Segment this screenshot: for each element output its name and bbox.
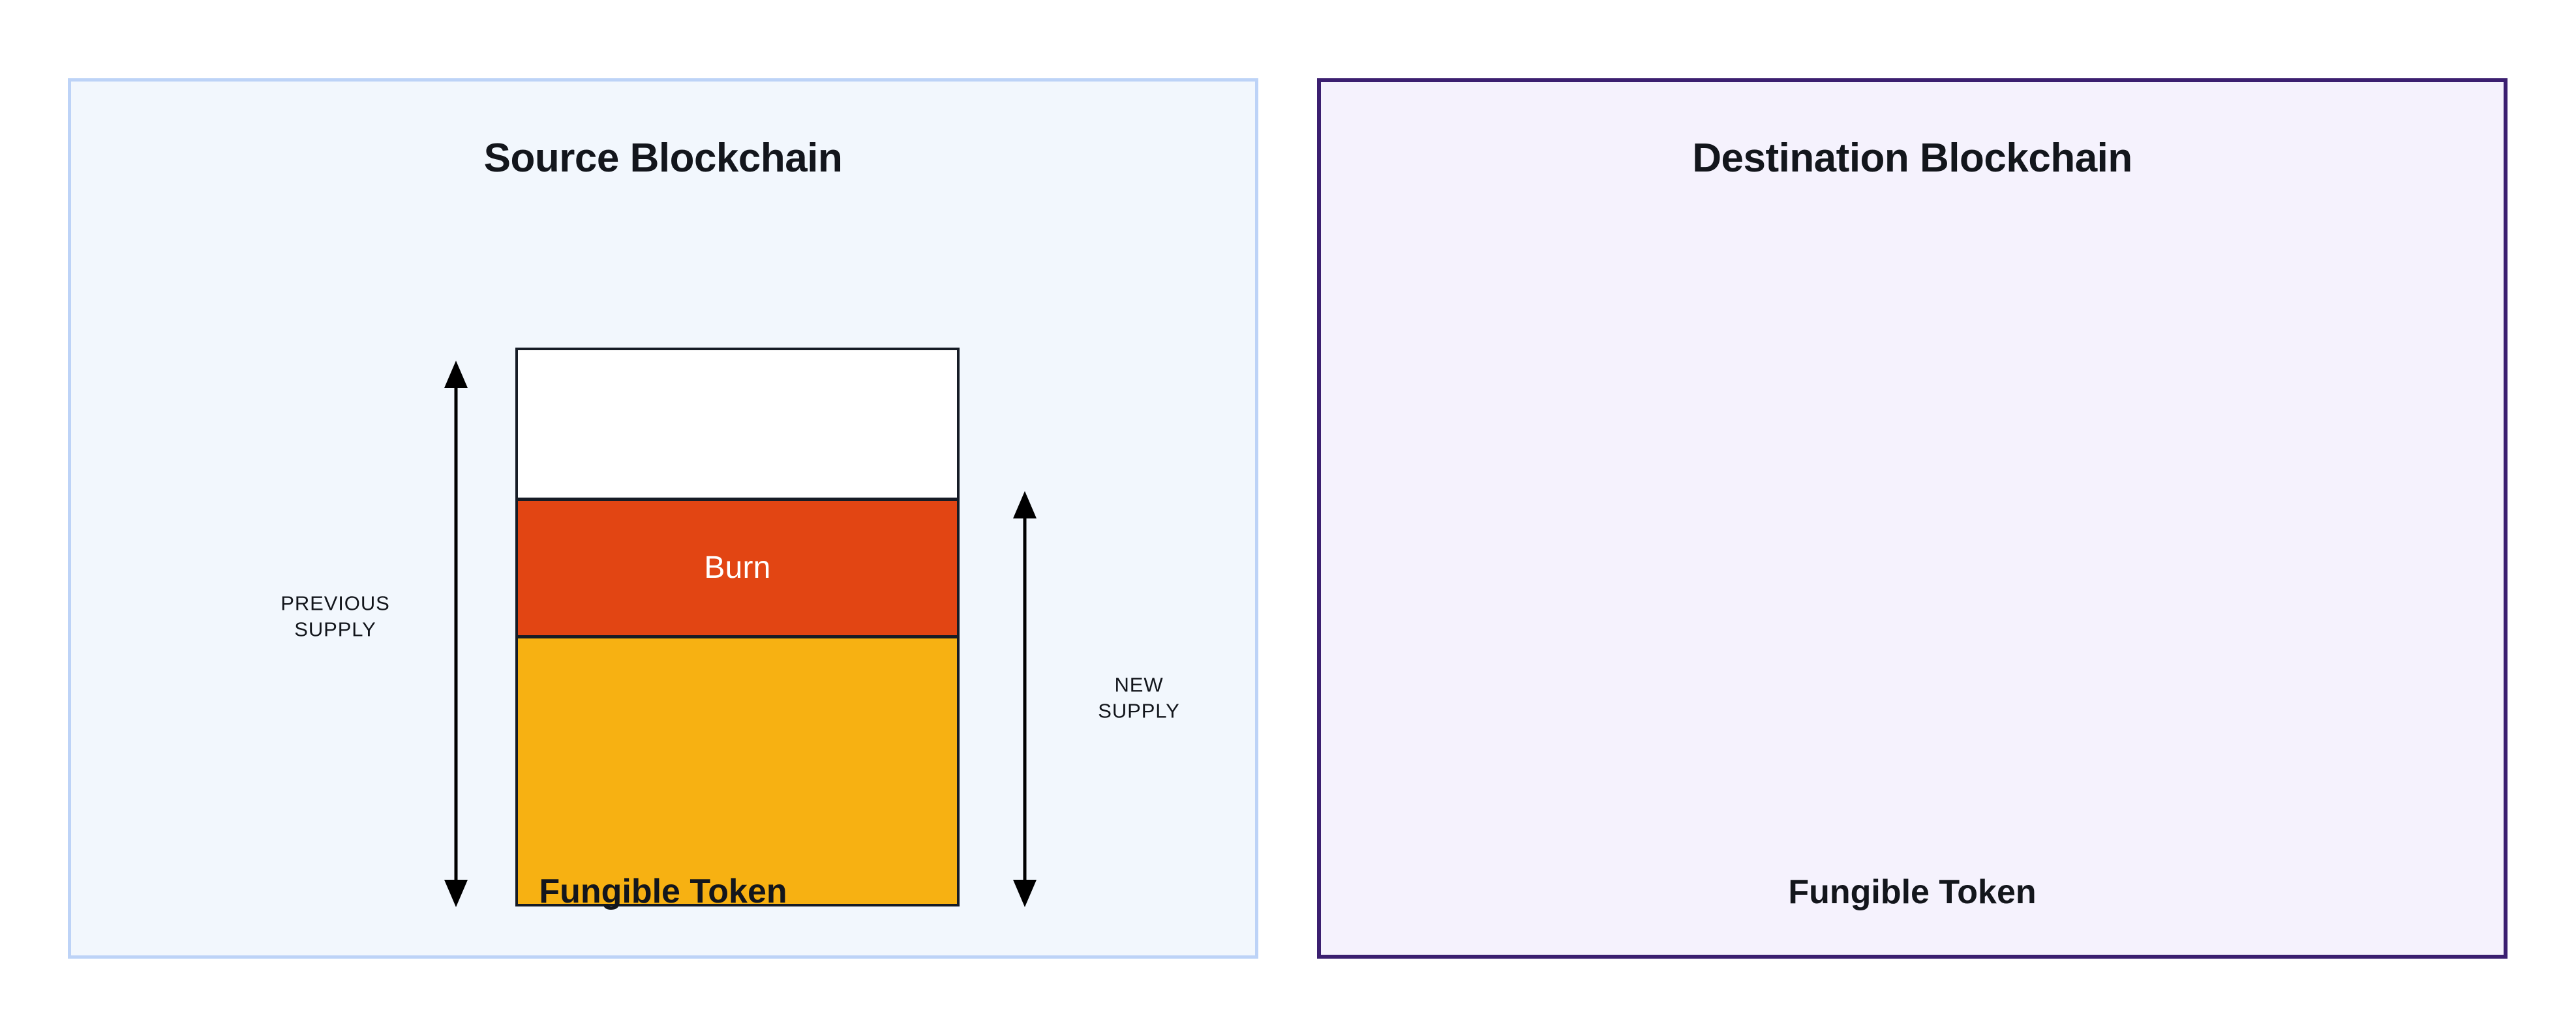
bar-segment-headroom-source	[518, 350, 957, 498]
dimension-label-previous-supply-source: PREVIOUS SUPPLY	[280, 591, 390, 640]
panel-title-source: Source Blockchain	[483, 136, 843, 181]
panel-source-blockchain: Source Blockchain Burn PREVIOUS SUPPLY	[68, 78, 1258, 959]
panel-footer-destination: Fungible Token	[1788, 873, 2037, 911]
bar-segment-burn-label: Burn	[704, 550, 771, 586]
dimension-label-new-supply-source: NEW SUPPLY	[1098, 673, 1180, 722]
supply-bar-source: Burn	[515, 348, 960, 906]
bar-segment-remaining-source	[518, 638, 957, 904]
panel-destination-blockchain: Destination Blockchain Mint PREVIOUS SUP…	[1317, 78, 2508, 959]
panel-title-destination: Destination Blockchain	[1692, 136, 2132, 181]
dimension-arrow-new-supply-source	[1012, 491, 1038, 907]
panel-footer-source: Fungible Token	[539, 873, 787, 910]
bar-segment-burn: Burn	[518, 497, 957, 639]
dimension-arrow-previous-supply-source	[443, 361, 469, 907]
